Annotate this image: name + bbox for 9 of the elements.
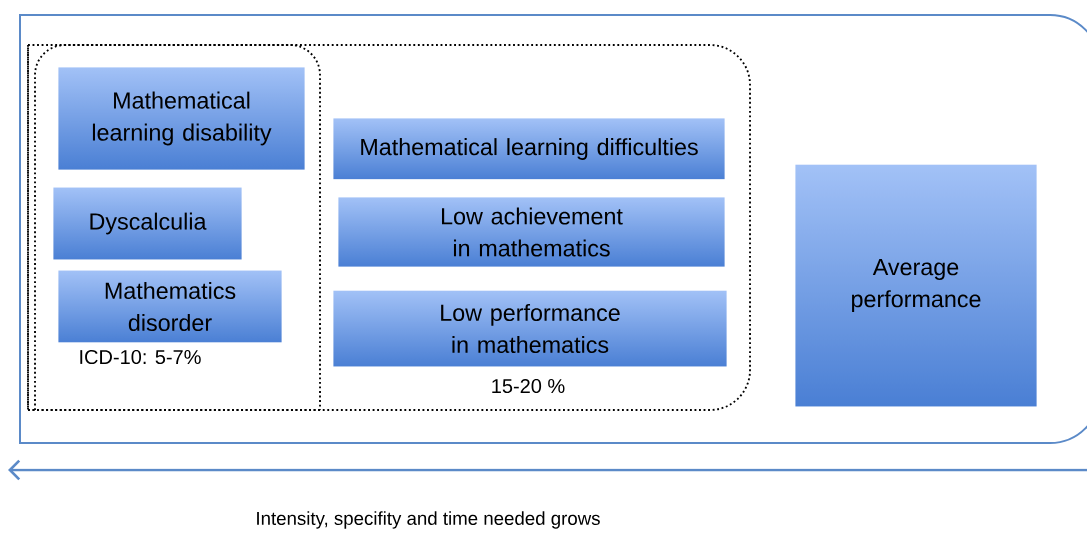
process-box: Low achievement in mathematics bbox=[337, 196, 726, 268]
process-box: Dyscalculia bbox=[52, 186, 243, 261]
process-box: Mathematical learning difficulties bbox=[332, 117, 726, 181]
frame bbox=[19, 14, 1087, 444]
process-box: Low performance in mathematics bbox=[332, 289, 728, 368]
process-box: Mathematical learning disability bbox=[57, 66, 306, 171]
process-box: Mathematics disorder bbox=[57, 269, 283, 344]
caption: Intensity, specifity and time needed grows bbox=[257, 511, 600, 529]
process-box: Average performance bbox=[794, 163, 1038, 408]
